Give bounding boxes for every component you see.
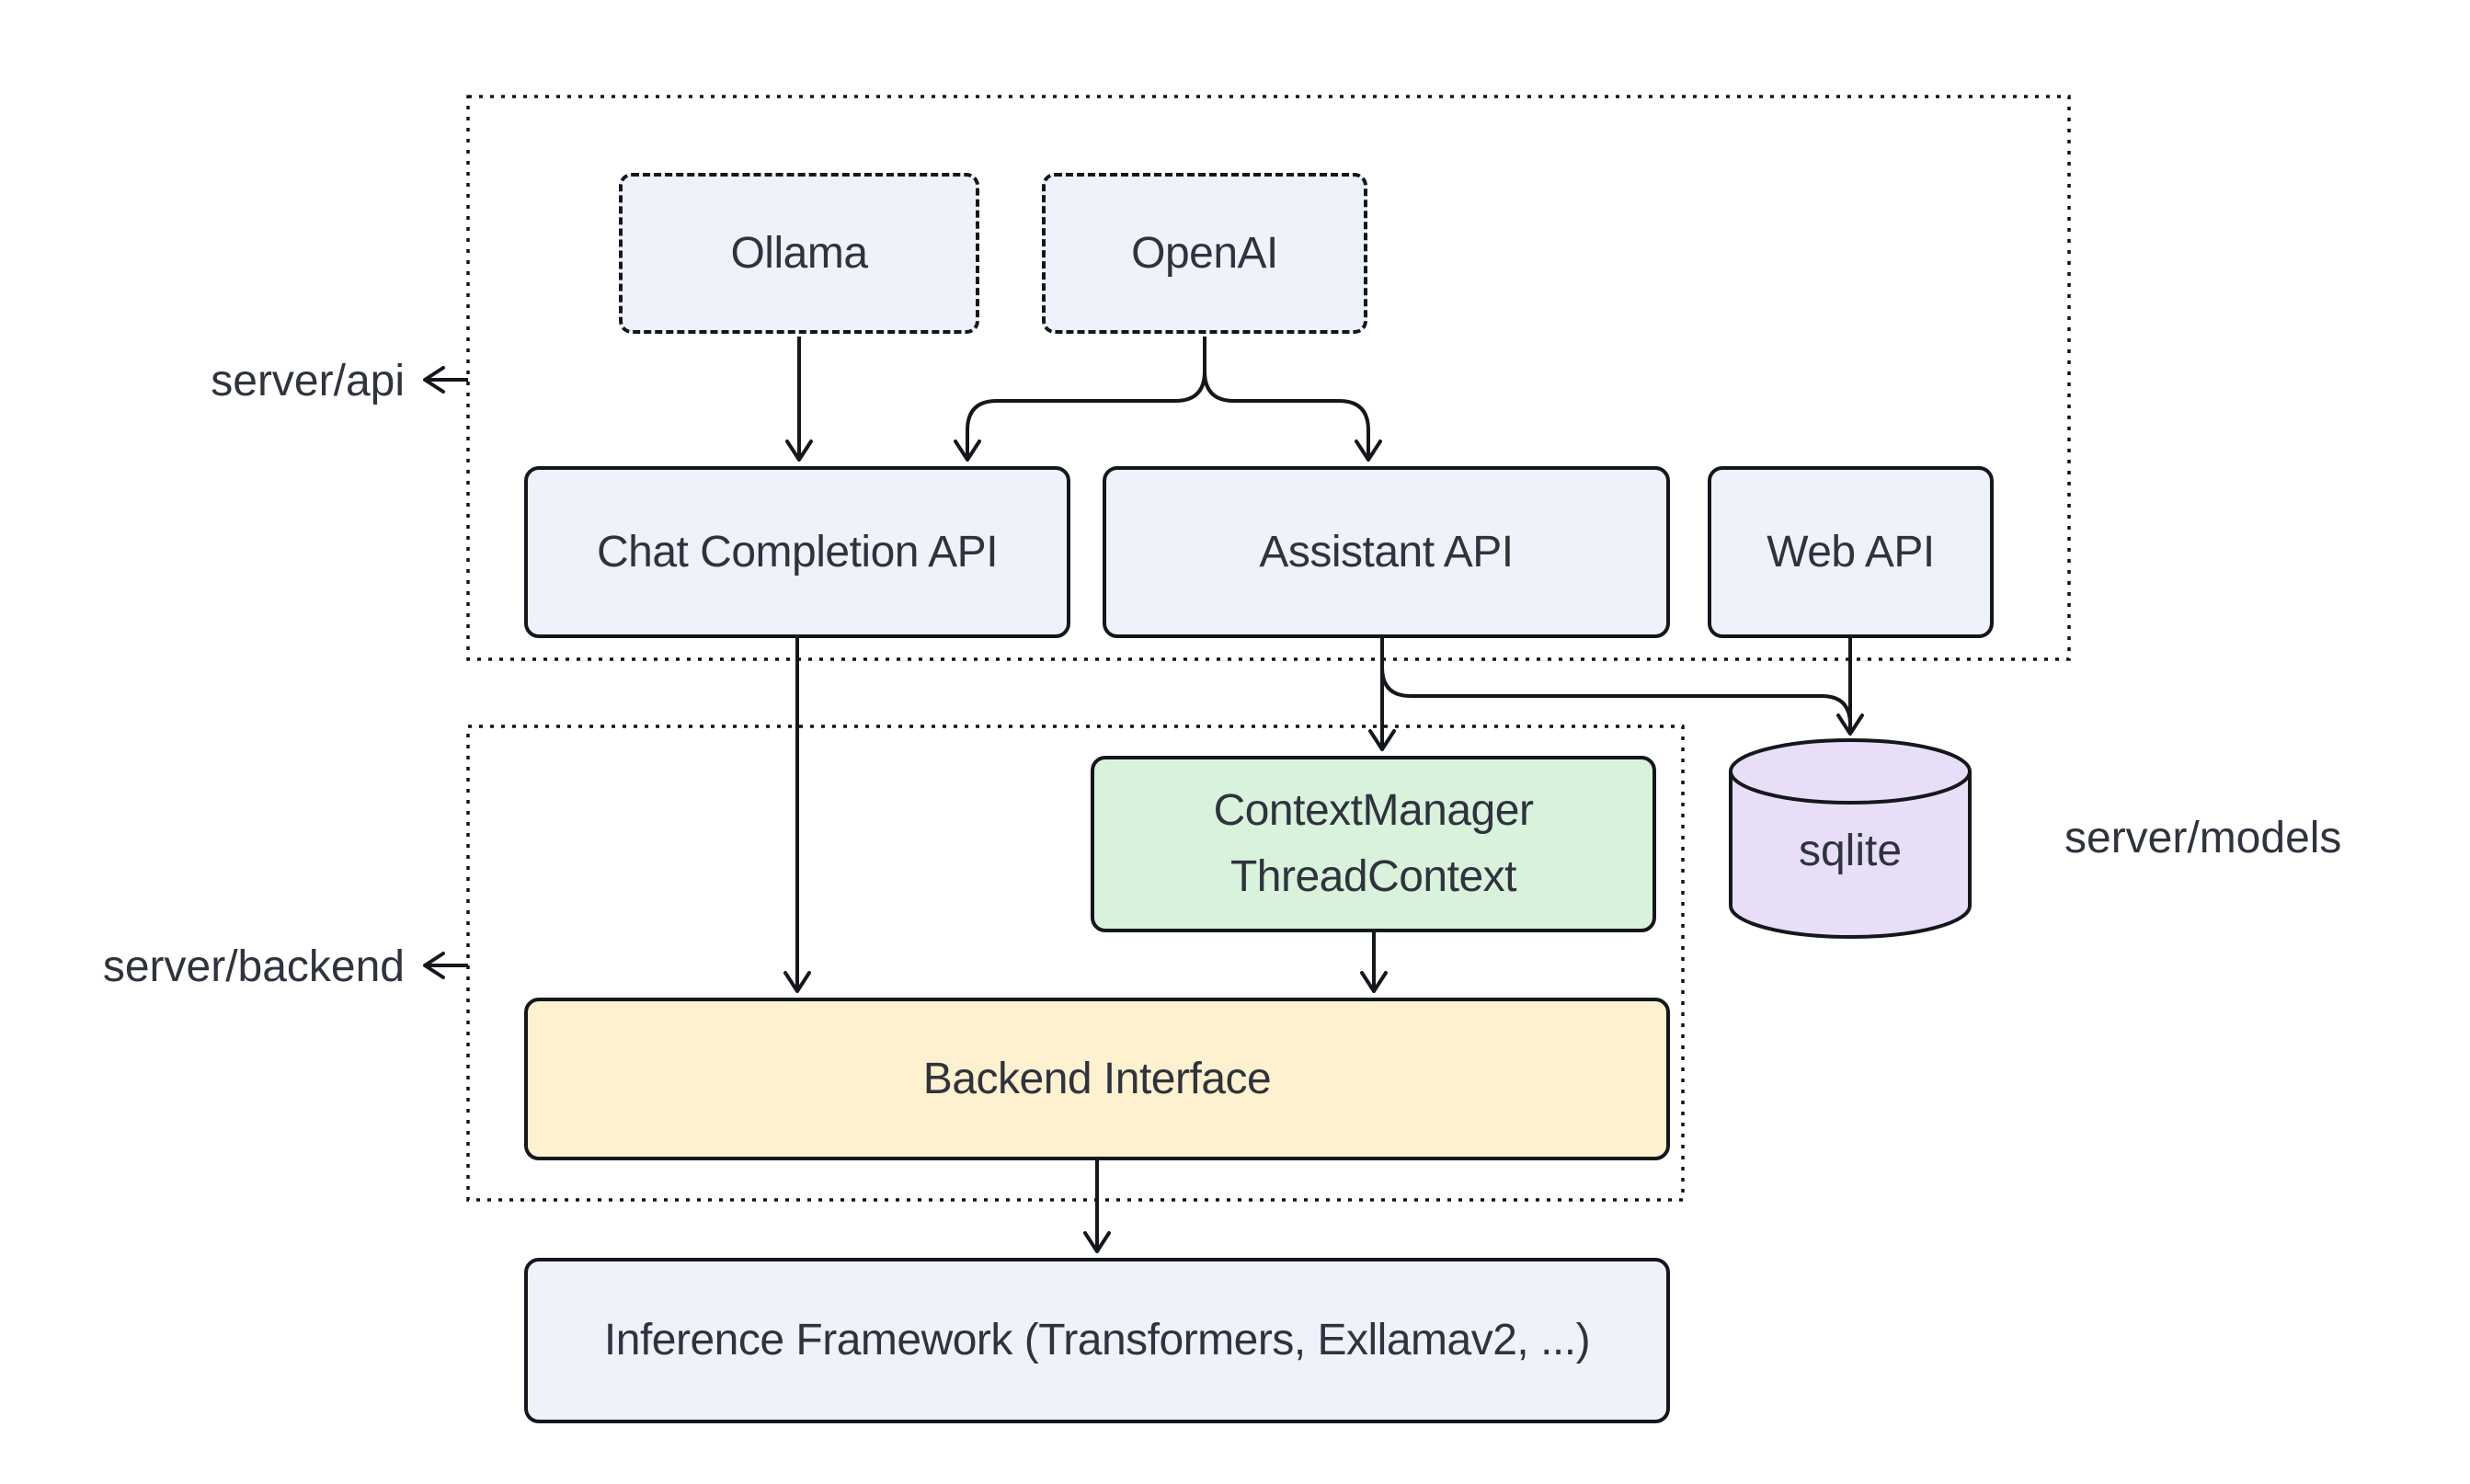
edge-openai-to-assistant — [1203, 371, 1382, 462]
node-web-api-label: Web API — [1767, 527, 1935, 576]
server-backend-label-text: server/backend — [102, 942, 405, 991]
node-context-manager-label: ContextManager ThreadContext — [1213, 786, 1534, 901]
group-label-server-backend: server/backend — [83, 939, 405, 994]
node-inference-framework: Inference Framework (Transformers, Exlla… — [524, 1258, 1670, 1423]
node-openai-label: OpenAI — [1131, 228, 1278, 278]
node-inference-framework-label: Inference Framework (Transformers, Exlla… — [603, 1316, 1591, 1364]
node-chat-completion-api: Chat Completion API — [524, 466, 1070, 638]
node-assistant-api-label: Assistant API — [1259, 527, 1514, 576]
group-label-server-api: server/api — [129, 353, 405, 408]
edge-openai-to-chat — [954, 337, 1206, 462]
sqlite-label-text: sqlite — [1798, 826, 1903, 875]
node-web-api: Web API — [1708, 466, 1994, 638]
node-chat-completion-api-label: Chat Completion API — [596, 527, 999, 576]
node-sqlite-label: sqlite — [1731, 818, 1970, 883]
server-api-label-text: server/api — [211, 356, 405, 405]
node-ollama-label: Ollama — [730, 228, 868, 278]
node-context-manager: ContextManager ThreadContext — [1091, 756, 1656, 932]
group-label-server-models: server/models — [2064, 810, 2432, 865]
edge-assistant-to-sqlite-branch — [1380, 667, 1852, 725]
sqlite-cylinder-body — [1729, 771, 1972, 939]
node-assistant-api: Assistant API — [1103, 466, 1670, 638]
node-openai: OpenAI — [1042, 173, 1367, 334]
node-backend-interface-label: Backend Interface — [922, 1054, 1272, 1103]
node-ollama: Ollama — [619, 173, 979, 334]
sqlite-cylinder-top — [1729, 738, 1972, 805]
server-models-label-text: server/models — [2064, 813, 2342, 862]
group-server-backend-border — [466, 725, 1685, 1202]
node-backend-interface: Backend Interface — [524, 998, 1670, 1160]
